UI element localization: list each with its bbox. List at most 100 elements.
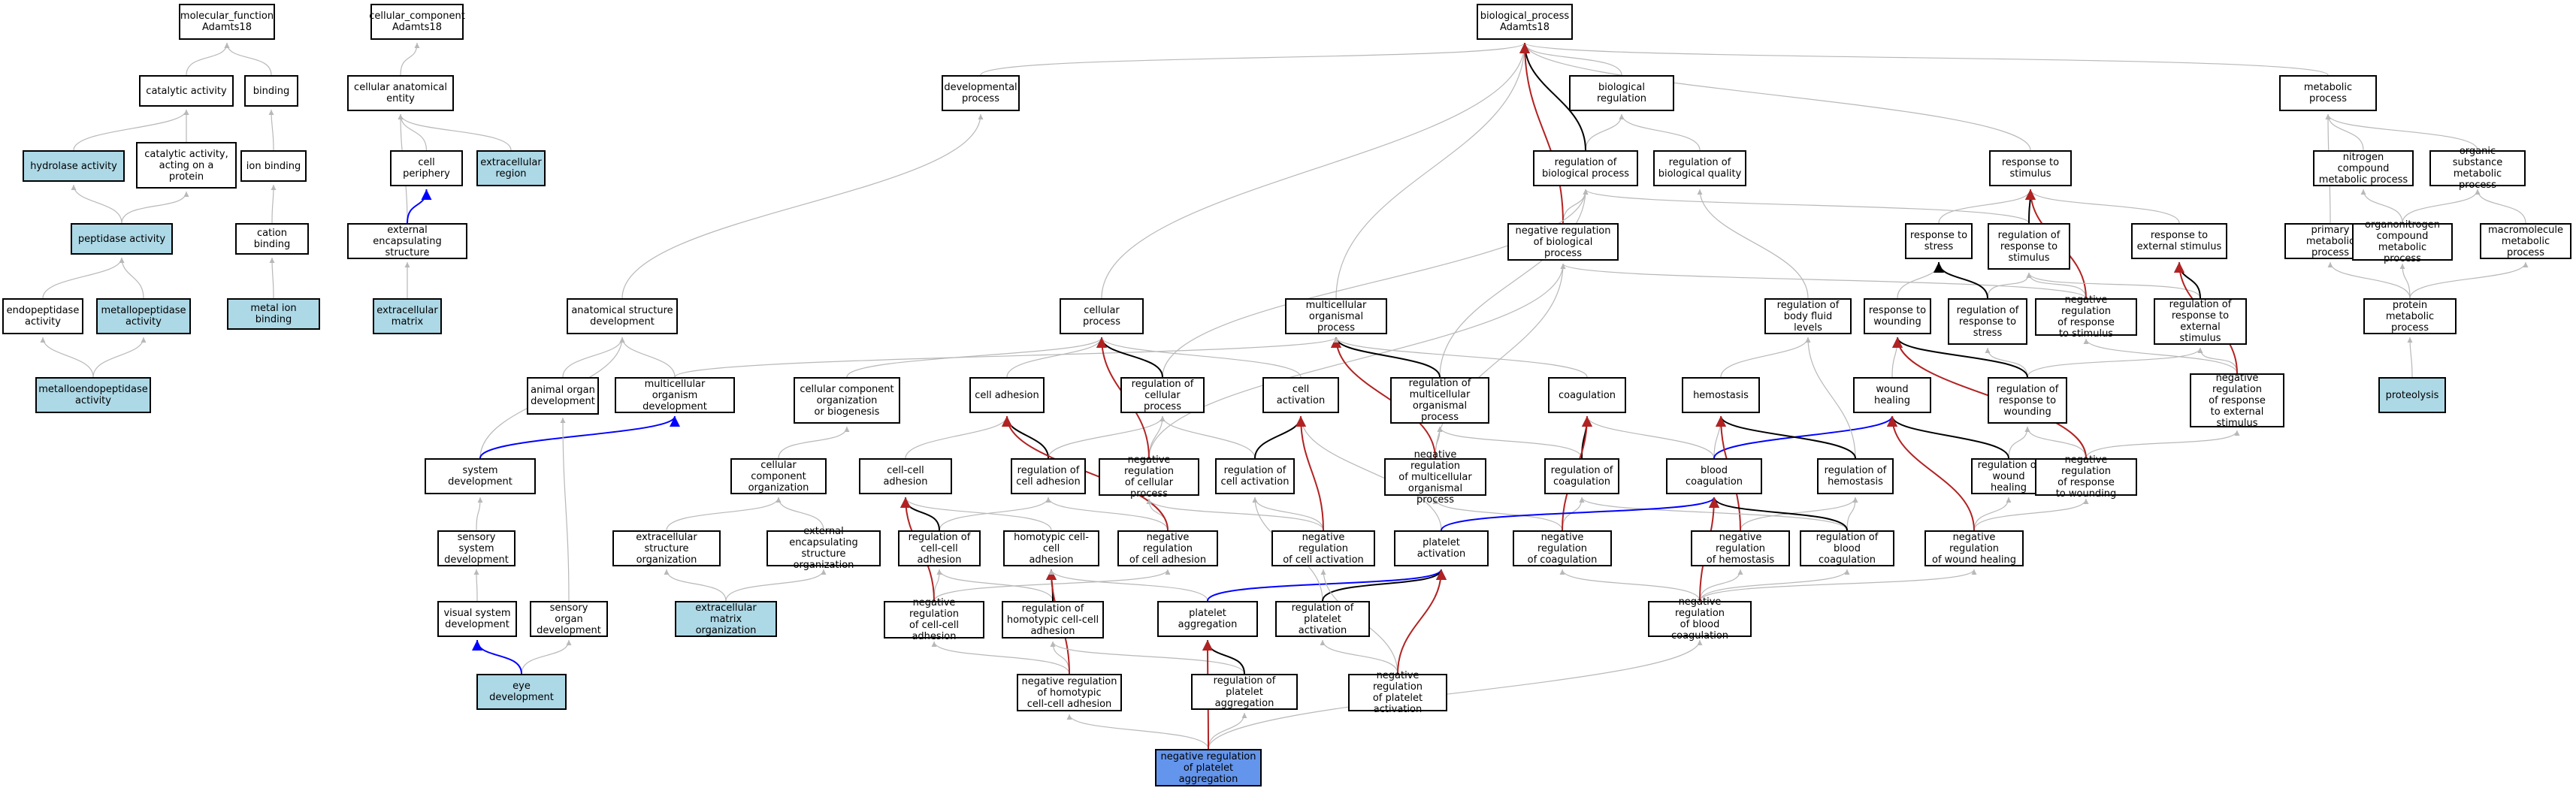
go-term-rcp[interactable]: regulation of cellular process — [1120, 377, 1205, 413]
go-term-vsd[interactable]: visual system development — [437, 601, 517, 637]
edge-is-a — [2197, 347, 2238, 374]
go-term-hyd[interactable]: hydrolase activity — [23, 150, 125, 182]
go-term-rbq[interactable]: regulation of biological quality — [1653, 150, 1746, 186]
go-term-exmo[interactable]: extracellular matrix organization — [675, 601, 777, 637]
go-term-nrwh[interactable]: negative regulation of wound healing — [1924, 530, 2024, 566]
go-term-rtw[interactable]: response to wounding — [1864, 298, 1931, 334]
go-term-exso[interactable]: extracellular structure organization — [612, 530, 721, 566]
go-term-pact[interactable]: platelet activation — [1394, 530, 1489, 566]
go-term-biolreg[interactable]: biological regulation — [1569, 75, 1674, 111]
go-term-exeso[interactable]: external encapsulating structure organiz… — [766, 526, 881, 571]
go-term-nrmop[interactable]: negative regulation of multicellular org… — [1384, 449, 1486, 506]
go-term-mod[interactable]: multicellular organism development — [615, 377, 735, 413]
go-term-nrbcoag[interactable]: negative regulation of blood coagulation — [1648, 596, 1752, 642]
go-term-cadh[interactable]: cell adhesion — [969, 377, 1045, 413]
go-term-exreg[interactable]: extracellular region — [476, 150, 546, 186]
edge-regulates — [1892, 337, 2028, 378]
go-term-sysd[interactable]: system development — [425, 458, 536, 494]
go-term-rhemo[interactable]: regulation of hemostasis — [1817, 458, 1894, 494]
go-term-cper[interactable]: cell periphery — [390, 150, 463, 186]
go-term-rtstr[interactable]: response to stress — [1905, 223, 1973, 259]
go-term-ionb[interactable]: ion binding — [240, 150, 307, 182]
go-term-prmp[interactable]: protein metabolic process — [2363, 298, 2457, 334]
go-term-nrccadh[interactable]: negative regulation of cell-cell adhesio… — [884, 597, 984, 642]
go-term-ccadh[interactable]: cell-cell adhesion — [859, 458, 952, 494]
go-term-nrcact[interactable]: negative regulation of cell activation — [1271, 530, 1375, 566]
go-term-osmp[interactable]: organic substance metabolic process — [2429, 146, 2526, 191]
edge-is-a — [846, 337, 1105, 378]
go-term-asd[interactable]: anatomical structure development — [567, 298, 678, 334]
go-term-exenc[interactable]: external encapsulating structure — [347, 223, 467, 259]
go-term-rbcoag[interactable]: regulation of blood coagulation — [1800, 530, 1894, 566]
go-term-rmop[interactable]: regulation of multicellular organismal p… — [1390, 377, 1489, 424]
go-term-nrrs[interactable]: negative regulation of response to stimu… — [2035, 294, 2137, 340]
go-term-hemo[interactable]: hemostasis — [1682, 377, 1760, 413]
go-term-rwh[interactable]: regulation of wound healing — [1971, 458, 2046, 494]
go-term-prot[interactable]: proteolysis — [2378, 377, 2446, 413]
go-term-mendo[interactable]: metalloendopeptidase activity — [35, 377, 151, 413]
go-term-cellp[interactable]: cellular process — [1060, 298, 1144, 334]
go-term-rhccadh[interactable]: regulation of homotypic cell-cell adhesi… — [1002, 601, 1104, 639]
go-term-rccadh[interactable]: regulation of cell-cell adhesion — [898, 530, 981, 566]
go-term-nrcadh[interactable]: negative regulation of cell adhesion — [1117, 530, 1218, 566]
go-term-pep[interactable]: peptidase activity — [71, 223, 173, 255]
go-term-cat[interactable]: catalytic activity — [139, 75, 234, 107]
go-term-mf[interactable]: molecular_function Adamts18 — [179, 4, 275, 40]
go-term-hccadh[interactable]: homotypic cell-cell adhesion — [1003, 530, 1099, 566]
go-term-nrres[interactable]: negative regulation of response to exter… — [2190, 373, 2284, 429]
go-term-ncmp[interactable]: nitrogen compound metabolic process — [2313, 150, 2414, 186]
go-term-metp[interactable]: metabolic process — [2279, 75, 2377, 111]
go-term-cap[interactable]: catalytic activity, acting on a protein — [136, 142, 237, 189]
go-term-rpagg[interactable]: regulation of platelet aggregation — [1191, 674, 1298, 710]
go-term-devp[interactable]: developmental process — [942, 75, 1020, 111]
go-term-nrbp[interactable]: negative regulation of biological proces… — [1507, 223, 1619, 261]
go-term-rcact[interactable]: regulation of cell activation — [1215, 458, 1295, 494]
go-term-nrcp[interactable]: negative regulation of cellular process — [1099, 454, 1199, 500]
edge-part-of — [1713, 415, 1897, 459]
go-term-nrhemo[interactable]: negative regulation of hemostasis — [1691, 530, 1790, 566]
edge-is-a — [2083, 338, 2238, 374]
go-term-pagg[interactable]: platelet aggregation — [1157, 601, 1258, 637]
go-term-rrw[interactable]: regulation of response to wounding — [1988, 377, 2067, 424]
go-term-rtes[interactable]: response to external stimulus — [2131, 223, 2227, 259]
go-term-cco[interactable]: cellular component organization — [730, 458, 827, 494]
go-term-mop[interactable]: multicellular organismal process — [1285, 298, 1387, 334]
go-term-ccob[interactable]: cellular component organization or bioge… — [794, 377, 900, 424]
edge-is-a — [2325, 113, 2478, 151]
go-term-coag[interactable]: coagulation — [1548, 377, 1626, 413]
go-term-cae[interactable]: cellular anatomical entity — [347, 75, 454, 111]
go-term-eyed[interactable]: eye development — [476, 674, 567, 710]
go-term-rrstr[interactable]: regulation of response to stress — [1948, 298, 2027, 345]
go-term-nrhccadh[interactable]: negative regulation of homotypic cell-ce… — [1017, 674, 1122, 711]
go-term-ssd[interactable]: sensory system development — [437, 530, 516, 566]
go-term-aod[interactable]: animal organ development — [527, 377, 599, 415]
go-term-bp[interactable]: biological_process Adamts18 — [1477, 4, 1573, 40]
go-term-rts[interactable]: response to stimulus — [1989, 150, 2072, 186]
go-term-nrpact[interactable]: negative regulation of platelet activati… — [1348, 670, 1447, 715]
edge-part-of — [479, 415, 680, 459]
go-term-catb[interactable]: cation binding — [235, 223, 309, 255]
go-term-rres[interactable]: regulation of response to external stimu… — [2154, 298, 2247, 345]
go-term-cact[interactable]: cell activation — [1262, 377, 1339, 413]
go-term-ocmp[interactable]: organonitrogen compound metabolic proces… — [2352, 219, 2453, 264]
go-term-endo[interactable]: endopeptidase activity — [2, 298, 83, 334]
go-term-metb[interactable]: metal ion binding — [227, 298, 320, 330]
go-term-rcoag[interactable]: regulation of coagulation — [1544, 458, 1619, 494]
go-term-rcadh[interactable]: regulation of cell adhesion — [1011, 458, 1086, 494]
go-term-rbfl[interactable]: regulation of body fluid levels — [1764, 298, 1852, 334]
go-term-rrs[interactable]: regulation of response to stimulus — [1988, 223, 2070, 270]
go-term-mmp[interactable]: macromolecule metabolic process — [2480, 223, 2571, 259]
go-term-nrcoag[interactable]: negative regulation of coagulation — [1513, 530, 1612, 566]
go-term-cc[interactable]: cellular_component Adamts18 — [369, 4, 465, 40]
go-term-sod[interactable]: sensory organ development — [530, 601, 608, 637]
go-term-nrrw[interactable]: negative regulation of response to wound… — [2035, 454, 2137, 500]
go-term-rpact[interactable]: regulation of platelet activation — [1275, 601, 1370, 637]
go-term-rbp[interactable]: regulation of biological process — [1533, 150, 1638, 186]
edge-is-a — [1559, 569, 1701, 602]
go-term-bind[interactable]: binding — [244, 75, 298, 107]
go-term-exmat[interactable]: extracellular matrix — [373, 298, 442, 334]
go-term-wh[interactable]: wound healing — [1853, 377, 1931, 413]
go-term-bcoag[interactable]: blood coagulation — [1666, 458, 1762, 494]
go-term-mpep[interactable]: metallopeptidase activity — [96, 298, 191, 334]
go-term-nrpagg[interactable]: negative regulation of platelet aggregat… — [1155, 749, 1262, 786]
